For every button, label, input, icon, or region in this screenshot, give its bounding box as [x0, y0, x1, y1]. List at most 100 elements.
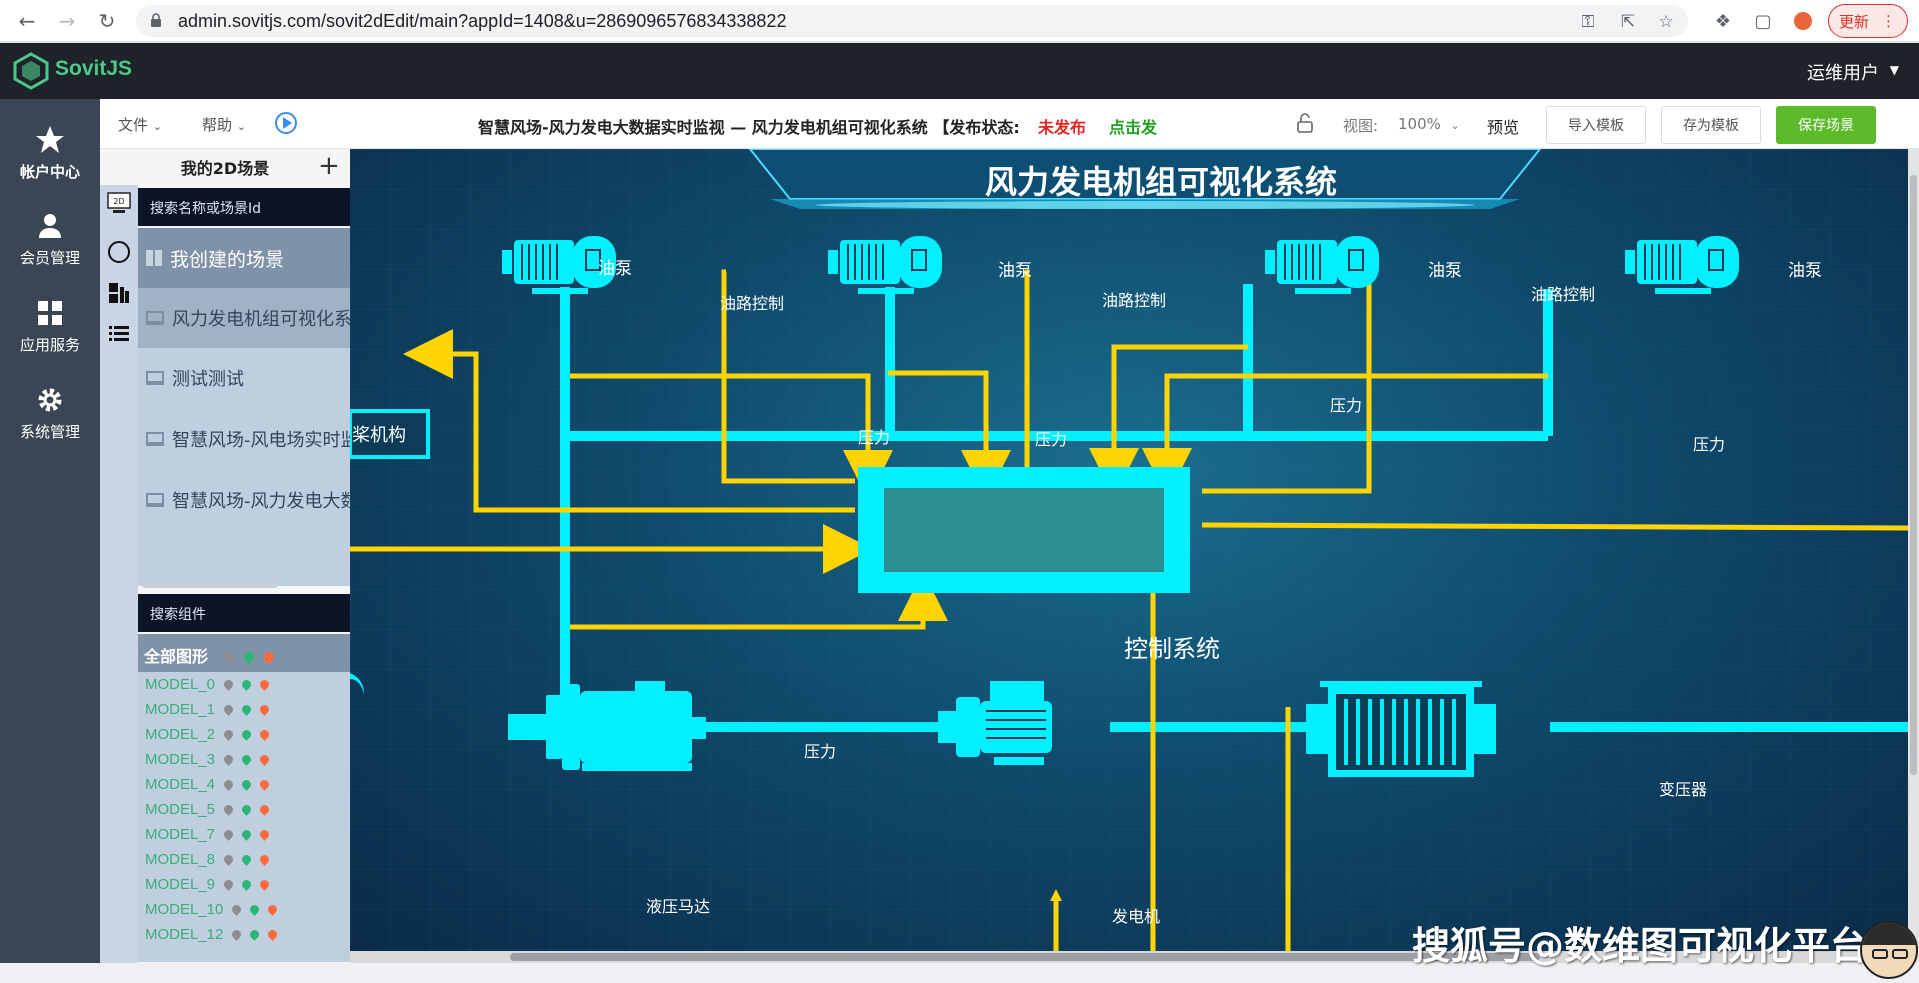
green-pin-icon: [240, 878, 253, 891]
component-item[interactable]: MODEL_1: [145, 701, 271, 718]
component-item[interactable]: MODEL_10: [145, 901, 280, 918]
scene-group-mine[interactable]: 我创建的场景: [138, 228, 350, 288]
gray-pin-icon: [222, 728, 235, 741]
canvas-vertical-scroll-thumb[interactable]: [1910, 175, 1917, 775]
component-label: MODEL_3: [145, 751, 216, 768]
chart-widget-icon[interactable]: [107, 281, 131, 305]
scene-item[interactable]: 测试测试: [138, 348, 350, 408]
component-label: MODEL_7: [145, 826, 216, 843]
bookmark-star-icon[interactable]: ☆: [1658, 12, 1674, 32]
pump-label: 油泵: [1428, 261, 1462, 281]
add-scene-icon[interactable]: +: [318, 151, 340, 181]
sovitjs-logo: [13, 52, 49, 90]
pressure-label: 压力: [1693, 435, 1726, 454]
back-icon[interactable]: ←: [18, 9, 36, 33]
component-item[interactable]: MODEL_7: [145, 826, 271, 843]
canvas-horizontal-scroll-thumb[interactable]: [510, 953, 1540, 961]
component-item[interactable]: MODEL_4: [145, 776, 271, 793]
nav-label: 帐户中心: [19, 163, 80, 181]
import-template-button[interactable]: 导入模板: [1546, 106, 1646, 144]
scene-search-input[interactable]: 搜索名称或场景Id: [138, 188, 350, 226]
update-label: 更新: [1839, 12, 1870, 31]
gray-pin-icon: [222, 703, 235, 716]
key-icon[interactable]: ⚿: [1581, 12, 1595, 32]
nav-label: 系统管理: [19, 423, 80, 441]
page-title: 智慧风场-风力发电大数据实时监视 — 风力发电机组可视化系统 【发布状态:: [478, 118, 1020, 137]
browser-toolbar: ← → ↻ admin.sovitjs.com/sovit2dEdit/main…: [0, 0, 1919, 42]
address-bar[interactable]: admin.sovitjs.com/sovit2dEdit/main?appId…: [136, 5, 1688, 37]
pressure-label: 压力: [858, 428, 891, 447]
grid-icon: [146, 250, 162, 266]
component-item[interactable]: MODEL_5: [145, 801, 271, 818]
scene-item[interactable]: 风力发电机组可视化系统: [138, 288, 350, 348]
side-panel-icon[interactable]: ▢: [1754, 10, 1772, 32]
scene-item[interactable]: 智慧风场-风力发电大数据: [138, 470, 350, 530]
bottom-strip: [0, 963, 1919, 983]
publish-link[interactable]: 点击发: [1109, 118, 1158, 137]
scene-canvas[interactable]: 风力发电机组可视化系统 控制系统 桨机构 油泵 油泵 油泵 油泵 油路控制 油路…: [350, 149, 1908, 951]
zoom-select[interactable]: 100% ⌄: [1398, 115, 1460, 133]
scene-item-label: 智慧风场-风电场实时监视: [172, 430, 350, 451]
zoom-value: 100%: [1398, 115, 1441, 133]
caret-down-icon[interactable]: ▼: [1889, 63, 1899, 77]
2d-mode-icon[interactable]: 2D: [107, 191, 131, 215]
help-menu[interactable]: 帮助 ⌄: [202, 114, 246, 135]
scene-item-label: 风力发电机组可视化系统: [172, 309, 350, 330]
control-system-box: [884, 488, 1164, 572]
nav-member-management[interactable]: 会员管理: [0, 211, 100, 268]
red-pin-icon: [258, 803, 271, 816]
circle-shape-icon[interactable]: [107, 240, 131, 264]
extensions-icon[interactable]: ❖: [1714, 10, 1732, 32]
pitch-mechanism-box[interactable]: [350, 409, 430, 459]
nav-app-services[interactable]: 应用服务: [0, 298, 100, 355]
scenes-title: 我的2D场景: [180, 159, 270, 178]
share-icon[interactable]: ⇱: [1620, 12, 1636, 32]
generator[interactable]: [938, 681, 1052, 765]
gear-icon: [38, 388, 62, 412]
component-item[interactable]: MODEL_0: [145, 676, 271, 693]
gray-pin-icon: [230, 903, 244, 916]
component-label: MODEL_2: [145, 726, 216, 743]
component-search-input[interactable]: 搜索组件: [138, 594, 350, 632]
list-icon[interactable]: [107, 322, 131, 346]
component-item[interactable]: MODEL_2: [145, 726, 271, 743]
scene-list-scrollbar[interactable]: [142, 582, 278, 588]
profile-icon[interactable]: [1792, 10, 1814, 32]
component-item[interactable]: MODEL_12: [145, 926, 280, 943]
red-pin-icon: [266, 928, 280, 941]
gray-pin-icon: [230, 928, 244, 941]
save-scene-button[interactable]: 保存场景: [1776, 106, 1876, 144]
nav-system-management[interactable]: 系统管理: [0, 385, 100, 442]
component-item[interactable]: MODEL_8: [145, 851, 271, 868]
component-item[interactable]: MODEL_9: [145, 876, 271, 893]
unlock-icon[interactable]: [1296, 113, 1314, 133]
canvas-title: 风力发电机组可视化系统: [985, 163, 1338, 201]
red-pin-icon: [258, 728, 271, 741]
component-label: MODEL_12: [145, 926, 224, 943]
publish-status: 未发布: [1038, 118, 1087, 137]
file-menu-label: 文件: [118, 116, 149, 134]
hydraulic-motor[interactable]: [508, 681, 706, 771]
scene-item[interactable]: 智慧风场-风电场实时监视: [138, 409, 350, 469]
update-button[interactable]: 更新⋮: [1828, 4, 1908, 38]
play-icon[interactable]: [275, 112, 297, 134]
component-item[interactable]: MODEL_3: [145, 751, 271, 768]
user-icon: [39, 214, 61, 238]
reload-icon[interactable]: ↻: [98, 9, 116, 33]
pressure-label: 压力: [1035, 430, 1068, 449]
user-menu[interactable]: 运维用户: [1807, 63, 1879, 84]
transformer[interactable]: [1306, 681, 1496, 777]
component-label: MODEL_1: [145, 701, 216, 718]
preview-button[interactable]: 预览: [1487, 118, 1520, 137]
pressure-label: 压力: [1330, 396, 1363, 415]
file-menu[interactable]: 文件 ⌄: [118, 114, 162, 135]
save-template-button[interactable]: 存为模板: [1661, 106, 1761, 144]
red-pin-icon: [266, 903, 280, 916]
red-pin-icon: [258, 878, 271, 891]
oil-control-label: 油路控制: [1531, 285, 1596, 304]
hydraulic-motor-label: 液压马达: [646, 897, 711, 916]
forward-icon[interactable]: →: [58, 9, 76, 33]
nav-account-center[interactable]: 帐户中心: [0, 125, 100, 182]
component-group-header[interactable]: 全部图形: [138, 634, 350, 672]
avatar: [1860, 921, 1918, 979]
